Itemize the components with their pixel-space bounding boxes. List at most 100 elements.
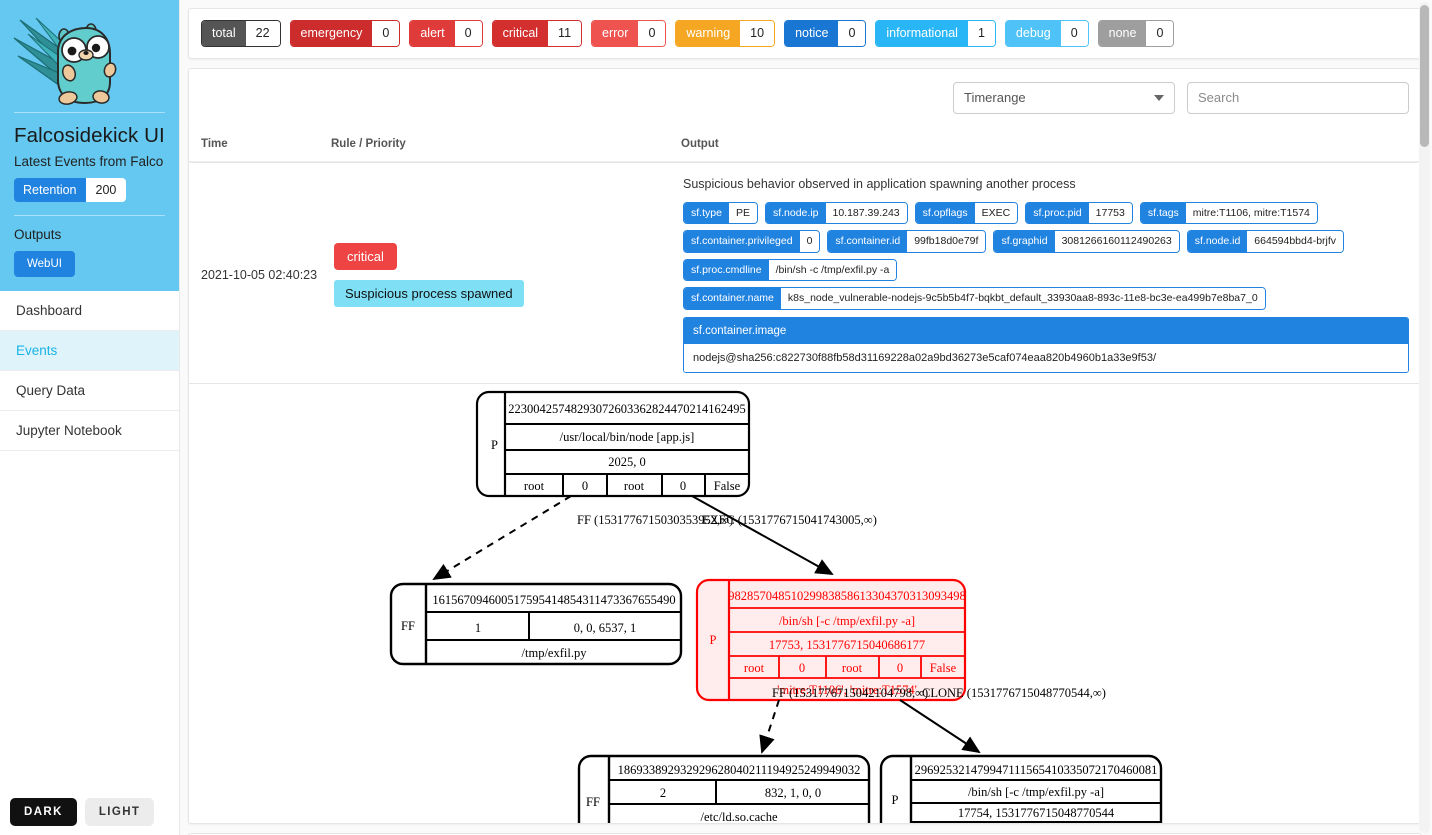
counter-value: 22 [245, 21, 280, 46]
graph-ffbottom-path1: /etc/ld.so.cache [700, 810, 777, 824]
graph-ffleft-path: /tmp/exfil.py [522, 646, 588, 660]
graph-procbottom-pid: 17754, 1531776715048770544 [958, 806, 1115, 820]
tag-value: 664594bbd4-brjfv [1247, 231, 1344, 252]
graph-proc-oid: 98285704851029983858613304370313093498 [728, 589, 966, 603]
theme-switcher: DARK LIGHT [10, 798, 155, 826]
tag-value: 10.187.39.243 [825, 202, 907, 223]
provenance-graph-panel[interactable]: P 22300425748293072603362824470214162495… [188, 383, 1422, 824]
retention-row: Retention 200 [0, 169, 179, 203]
sidebar-item-events[interactable]: Events [0, 331, 179, 372]
graph-procbottom-cmd: /bin/sh [-c /tmp/exfil.py -a] [968, 785, 1104, 799]
retention-value: 200 [85, 177, 127, 203]
theme-dark-button[interactable]: DARK [10, 798, 77, 826]
webui-output-button[interactable]: WebUI [14, 251, 75, 278]
chevron-down-icon [1154, 94, 1164, 101]
graph-node-suspicious-process: P 98285704851029983858613304370313093498… [695, 578, 967, 701]
graph-root-cell-2: root [624, 479, 645, 493]
theme-light-button[interactable]: LIGHT [84, 798, 155, 826]
counter-value: 11 [548, 21, 582, 46]
search-input[interactable] [1187, 81, 1409, 114]
counter-value: 0 [1146, 21, 1174, 46]
sidebar-header: Falcosidekick UI Latest Events from Falc… [0, 0, 179, 292]
tag-value: 0 [799, 231, 820, 252]
filter-toolbar: Timerange [188, 67, 1422, 127]
column-header-output: Output [681, 137, 719, 150]
container-image-value: nodejs@sha256:c822730f88fb58d31169228a02… [684, 343, 1408, 372]
graph-proc-pid: 17753, 1531776715040686177 [769, 638, 925, 652]
sidebar-nav: Dashboard Events Query Data Jupyter Note… [0, 291, 179, 452]
event-row-1[interactable]: 2021-10-05 02:40:23 critical Suspicious … [188, 162, 1422, 384]
graph-procbottom-oid: 296925321479947111565410335072170460081 [915, 763, 1158, 777]
priority-badge: critical [334, 242, 397, 270]
tag-key: sf.type [684, 202, 729, 223]
graph-proc-cell-2: root [842, 661, 863, 675]
graph-root-cmd: /usr/local/bin/node [app.js] [560, 430, 695, 444]
graph-root-cell-4: False [714, 479, 741, 493]
counter-label: notice [785, 21, 839, 46]
sidebar-item-jupyter-notebook[interactable]: Jupyter Notebook [0, 411, 179, 452]
tag-value: 3081266160112490263 [1054, 231, 1179, 252]
graph-root-oid: 22300425748293072603362824470214162495 [508, 402, 746, 416]
retention-label: Retention [14, 177, 86, 203]
counter-label: warning [676, 21, 741, 46]
timerange-select[interactable]: Timerange [953, 81, 1175, 114]
column-header-rule-priority: Rule / Priority [331, 137, 406, 150]
page-scrollbar-thumb[interactable] [1420, 5, 1429, 147]
graph-ffbottom-kind: FF [586, 795, 600, 809]
counter-label: critical [492, 21, 549, 46]
graph-edge-clone [899, 698, 981, 753]
graph-proc-cell-3: 0 [897, 661, 903, 675]
event-time: 2021-10-05 02:40:23 [201, 267, 318, 282]
graph-ffleft-c1: 1 [475, 621, 481, 635]
event-message: Suspicious behavior observed in applicat… [683, 176, 1076, 191]
page-scrollbar[interactable] [1419, 2, 1430, 833]
tag-key: sf.tags [1140, 202, 1186, 223]
graph-ffbottom-oid: 186933892932929628040211194925249949032 [618, 763, 861, 777]
graph-ffleft-kind: FF [401, 619, 415, 633]
graph-node-clone-process: P 29692532147994711156541033507217046008… [879, 754, 1163, 823]
counter-label: none [1098, 21, 1147, 46]
counter-label: alert [410, 21, 455, 46]
sidebar-item-dashboard[interactable]: Dashboard [0, 291, 179, 332]
app-logo [0, 0, 179, 112]
sidebar-divider-outputs [14, 215, 165, 217]
graph-root-cell-3: 0 [680, 479, 686, 493]
graph-proc-cell-1: 0 [799, 661, 805, 675]
tag-sf.proc.cmdline[interactable]: sf.proc.cmdline/bin/sh -c /tmp/exfil.py … [683, 258, 898, 281]
tag-key: sf.graphid [994, 231, 1055, 252]
graph-edge-ff-2 [759, 699, 780, 754]
sidebar-item-query-data[interactable]: Query Data [0, 371, 179, 412]
retention-pill[interactable]: Retention 200 [14, 177, 127, 203]
app-subtitle: Latest Events from Falco [14, 153, 164, 169]
graph-edge-label-exec: EXEC (1531776715041743005,∞) [702, 513, 877, 527]
event-row-2[interactable]: informational Container entrypoint "node… [188, 832, 1422, 835]
events-table-header: Time Rule / Priority Output [188, 126, 1422, 163]
graph-node-root: P 22300425748293072603362824470214162495… [475, 390, 751, 497]
counter-value: 0 [838, 21, 866, 46]
counter-value: 0 [372, 21, 400, 46]
counter-label: debug [1005, 21, 1061, 46]
graph-ffleft-oid: 161567094600517595414854311473367655490 [432, 593, 675, 607]
graph-root-pid: 2025, 0 [608, 455, 646, 469]
